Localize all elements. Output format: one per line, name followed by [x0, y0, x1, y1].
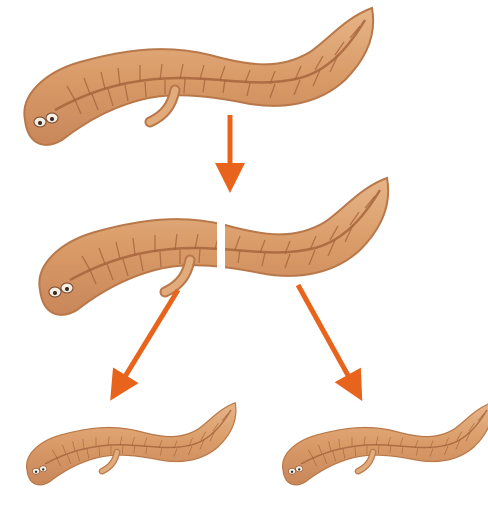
diagonal-arrow-icon: [118, 290, 178, 388]
planarian-icon: [27, 403, 236, 485]
planarian-icon: [283, 403, 488, 485]
planarian-icon: [39, 178, 388, 315]
cut-line-icon: [217, 200, 225, 275]
planarian-icon: [24, 8, 373, 145]
diagonal-arrow-icon: [298, 285, 355, 388]
